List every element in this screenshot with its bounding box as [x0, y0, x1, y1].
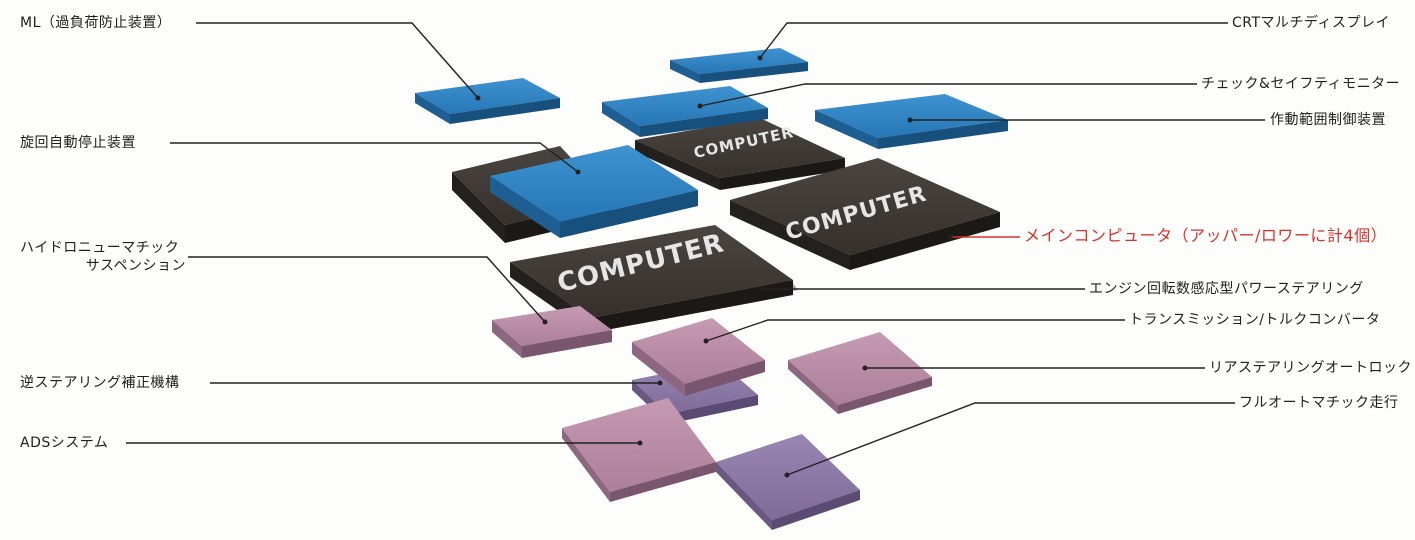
computer-chip-back-middle: COMPUTER: [635, 118, 845, 190]
label-crt: CRTマルチディスプレイ: [1232, 15, 1391, 31]
label-hydro-line2: サスペンション: [85, 258, 186, 274]
leader-crt: [759, 22, 1228, 59]
purple-chip-full: [716, 434, 860, 530]
leader-full: [786, 402, 1235, 476]
label-rear: リアステアリングオートロック: [1209, 360, 1412, 376]
leader-lines-left: [126, 22, 660, 444]
pink-chip-hydro: [492, 306, 612, 358]
leader-swing: [170, 142, 579, 173]
label-swing: 旋回自動停止装置: [20, 135, 136, 151]
label-full: フルオートマチック走行: [1239, 395, 1399, 411]
blue-chip-check: [602, 86, 768, 137]
leader-ml: [196, 22, 479, 99]
label-range: 作動範囲制御装置: [1270, 112, 1386, 128]
pink-chip-rear: [788, 332, 932, 414]
blue-chip-crt: [670, 48, 808, 83]
leader-lines-right: [699, 22, 1265, 476]
leader-trans: [705, 319, 1125, 342]
leader-dots: [475, 55, 953, 478]
label-check: チェック&セイフティモニター: [1201, 76, 1401, 92]
computer-chip-right: COMPUTER: [730, 158, 1000, 270]
label-reverse: 逆ステアリング補正機構: [20, 375, 180, 391]
label-engine: エンジン回転数感応型パワーステアリング: [1089, 281, 1364, 297]
pink-chip-trans: [632, 318, 765, 396]
label-hydro: ハイドロニューマチック サスペンション: [20, 239, 186, 275]
blue-chip-ml: [415, 78, 560, 124]
blue-chip-swing: [490, 145, 698, 238]
label-trans: トランスミッション/トルクコンバータ: [1129, 312, 1381, 328]
label-hydro-line1: ハイドロニューマチック: [20, 240, 180, 256]
blue-chip-range: [815, 94, 1008, 149]
label-ads: ADSシステム: [20, 435, 109, 451]
label-ml: ML（過負荷防止装置）: [20, 15, 172, 31]
leader-check: [699, 83, 1197, 107]
leader-hydro: [188, 256, 546, 323]
label-main: メインコンピュータ（アッパー/ロワーに計4個）: [1024, 226, 1388, 245]
